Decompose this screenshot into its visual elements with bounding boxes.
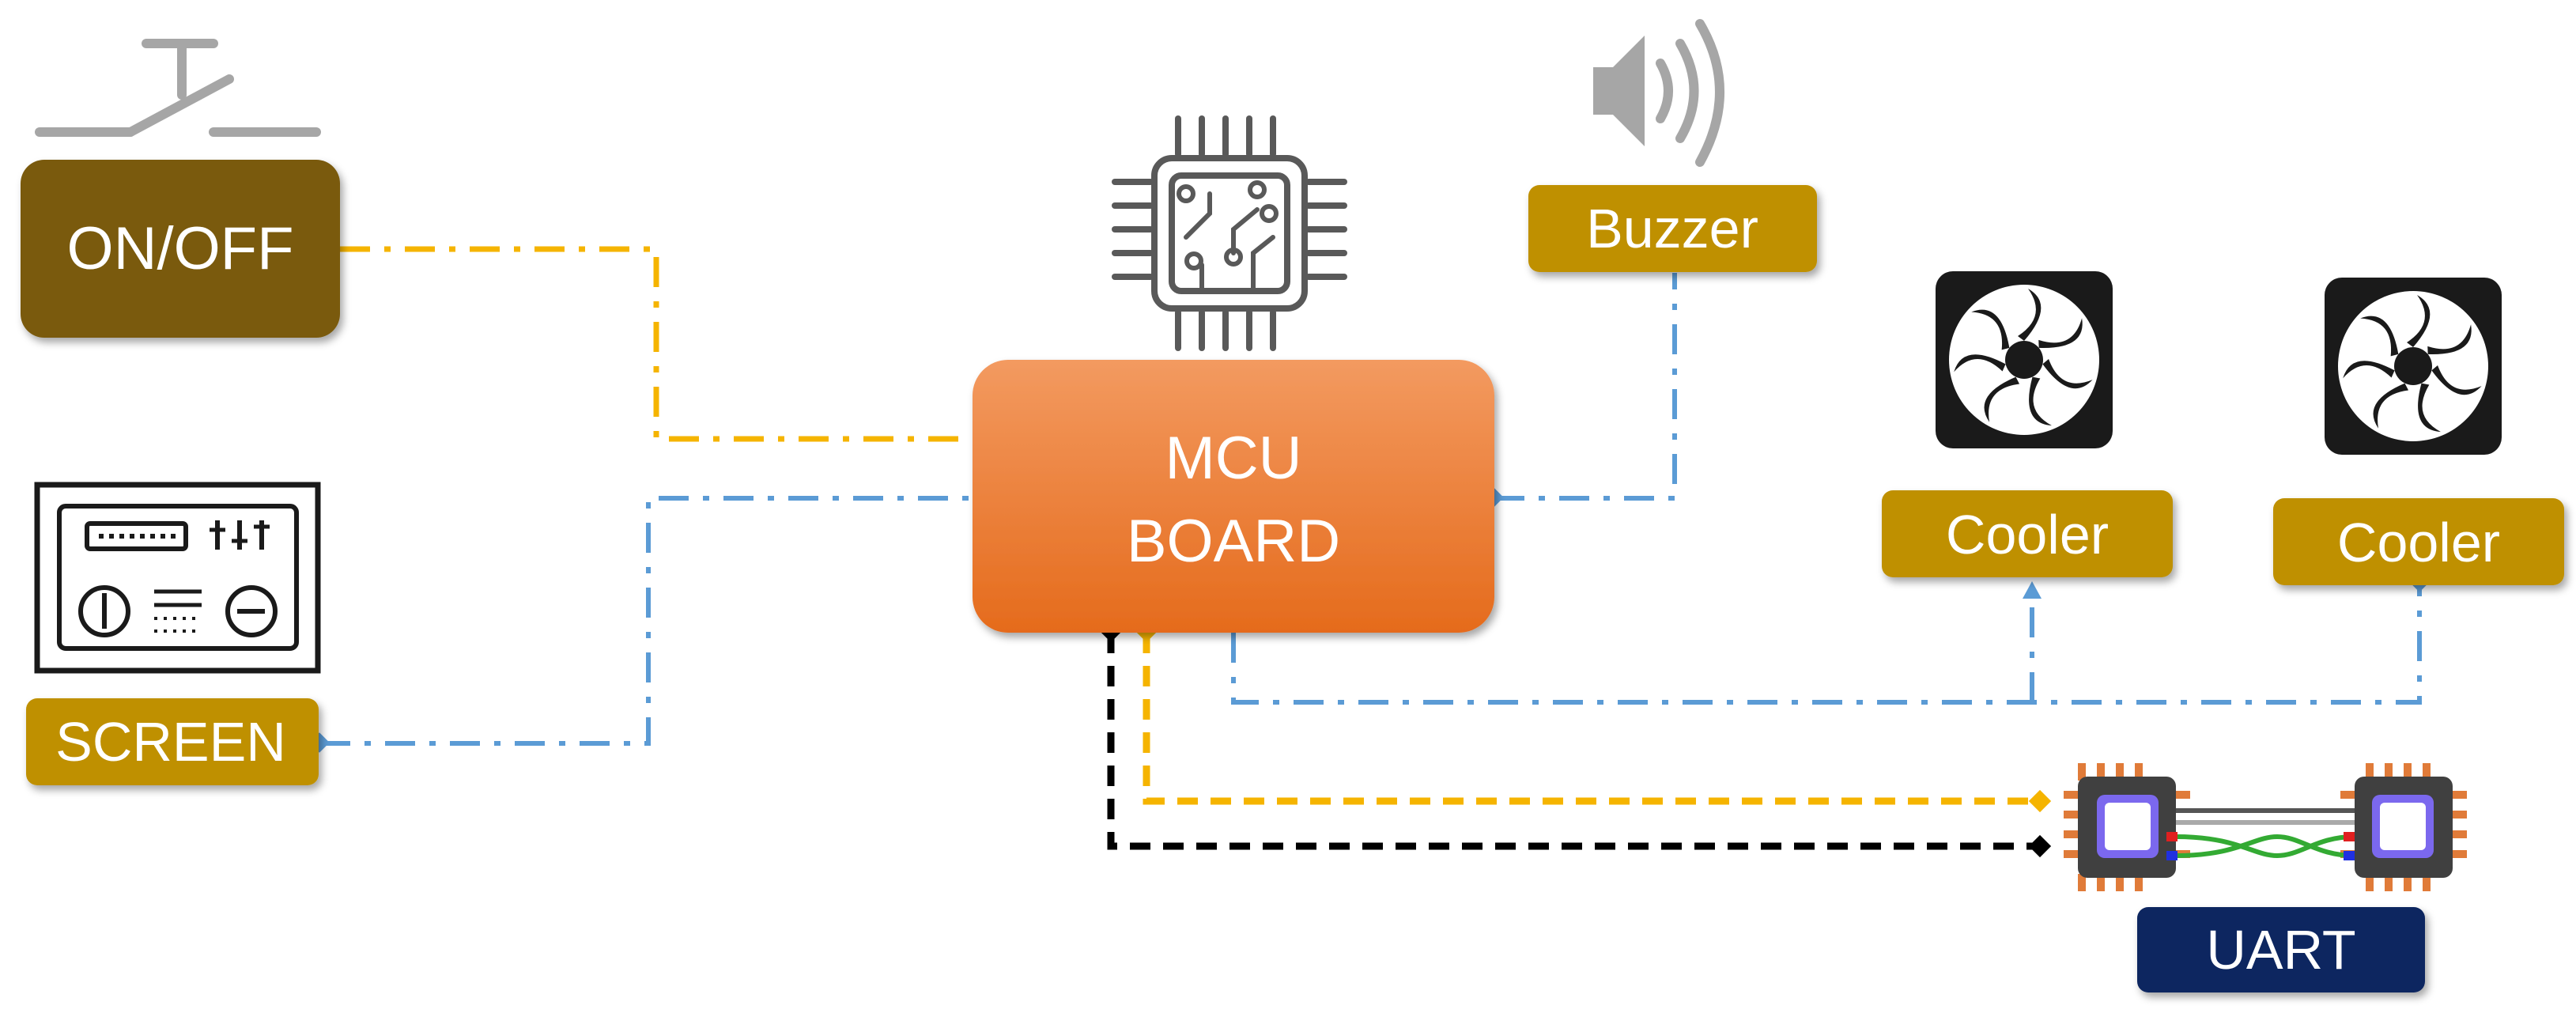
screen-mcu-line: [320, 496, 973, 746]
mcu-cooler-line: [1231, 585, 2422, 705]
control-panel-icon: [34, 482, 321, 674]
yellow-line-end-dot: [2028, 789, 2052, 813]
speaker-icon: [1593, 19, 1724, 167]
uart-chips-icon: [2064, 763, 2467, 891]
mcu-uart-yellow-line: [1143, 633, 2040, 805]
buzzer-label: Buzzer: [1586, 198, 1758, 259]
buzzer-block: [1528, 185, 1817, 272]
cooler1-label: Cooler: [1946, 504, 2109, 565]
cooler1-block: [1882, 490, 2173, 577]
cooler2-block: [2273, 498, 2564, 585]
onoff-label: ON/OFF: [66, 215, 293, 282]
fan-icon: [1936, 271, 2113, 448]
mcu-buzzer-line: [1494, 273, 1677, 501]
cooler1-arrow: [2023, 581, 2042, 599]
mcu-board-block: [973, 360, 1494, 633]
microchip-icon: [1112, 115, 1347, 351]
mcu-label-line1: MCU: [1165, 425, 1301, 492]
onoff-mcu-line: [340, 246, 973, 442]
mcu-uart-black-line: [1107, 633, 2040, 850]
onoff-block: [21, 160, 340, 338]
uart-block: [2137, 907, 2425, 992]
push-switch-icon: [35, 39, 321, 137]
fan-icon: [2325, 278, 2502, 455]
screen-label: SCREEN: [55, 711, 286, 773]
cooler2-label: Cooler: [2337, 512, 2500, 573]
uart-label: UART: [2206, 919, 2355, 981]
black-line-end-dot: [2028, 834, 2052, 858]
screen-block: [26, 698, 319, 785]
mcu-label-line2: BOARD: [1127, 508, 1340, 575]
